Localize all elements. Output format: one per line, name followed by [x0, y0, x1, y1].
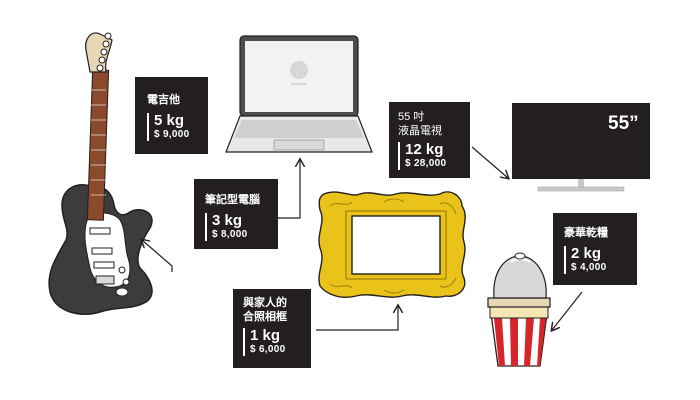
item-stat-block: 1 kg $ 6,000 — [243, 328, 311, 356]
television-illustration — [512, 103, 650, 192]
tv-screen-text: 55” — [608, 113, 639, 134]
item-weight: 12 kg — [405, 141, 444, 158]
laptop-label-card: 筆記型電腦 3 kg $ 8,000 — [194, 179, 278, 249]
guitar-label-card: 電吉他 5 kg $ 9,000 — [135, 77, 208, 154]
item-price: $ 4,000 — [571, 262, 607, 273]
item-price: $ 6,000 — [250, 344, 286, 355]
picture-frame-illustration — [318, 191, 466, 298]
item-weight: 2 kg — [571, 245, 602, 262]
item-price: $ 8,000 — [212, 229, 248, 240]
connector-lines — [142, 146, 583, 331]
electric-guitar-illustration — [48, 32, 153, 315]
frame-connector-arrow — [316, 306, 398, 331]
frame-label-card: 與家人的 合照相框 1 kg $ 6,000 — [233, 289, 311, 368]
item-name: 筆記型電腦 — [205, 194, 260, 206]
noodles-label-card: 豪華乾糧 2 kg $ 4,000 — [553, 213, 637, 285]
laptop-illustration — [225, 35, 373, 153]
item-name: 電吉他 — [147, 94, 180, 106]
item-name: 豪華乾糧 — [564, 227, 608, 239]
instant-noodle-cup-illustration — [487, 252, 551, 367]
item-stat-block: 12 kg $ 28,000 — [398, 142, 470, 170]
item-weight: 3 kg — [212, 212, 243, 229]
item-stat-block: 3 kg $ 8,000 — [205, 213, 278, 241]
item-name: 與家人的 合照相框 — [243, 297, 287, 323]
item-price: $ 9,000 — [154, 129, 190, 140]
item-weight: 5 kg — [154, 112, 185, 129]
tv-connector-arrow — [471, 146, 508, 178]
item-stat-block: 2 kg $ 4,000 — [564, 246, 637, 274]
item-name: 55 吋 液晶電視 — [398, 111, 442, 137]
item-price: $ 28,000 — [405, 158, 447, 169]
item-stat-block: 5 kg $ 9,000 — [147, 113, 208, 141]
noodles-connector-arrow — [552, 291, 583, 330]
tv-label-card: 55 吋 液晶電視 12 kg $ 28,000 — [389, 102, 470, 178]
guitar-connector-arrow — [142, 240, 173, 272]
item-weight: 1 kg — [250, 327, 281, 344]
laptop-connector-arrow — [278, 160, 300, 219]
